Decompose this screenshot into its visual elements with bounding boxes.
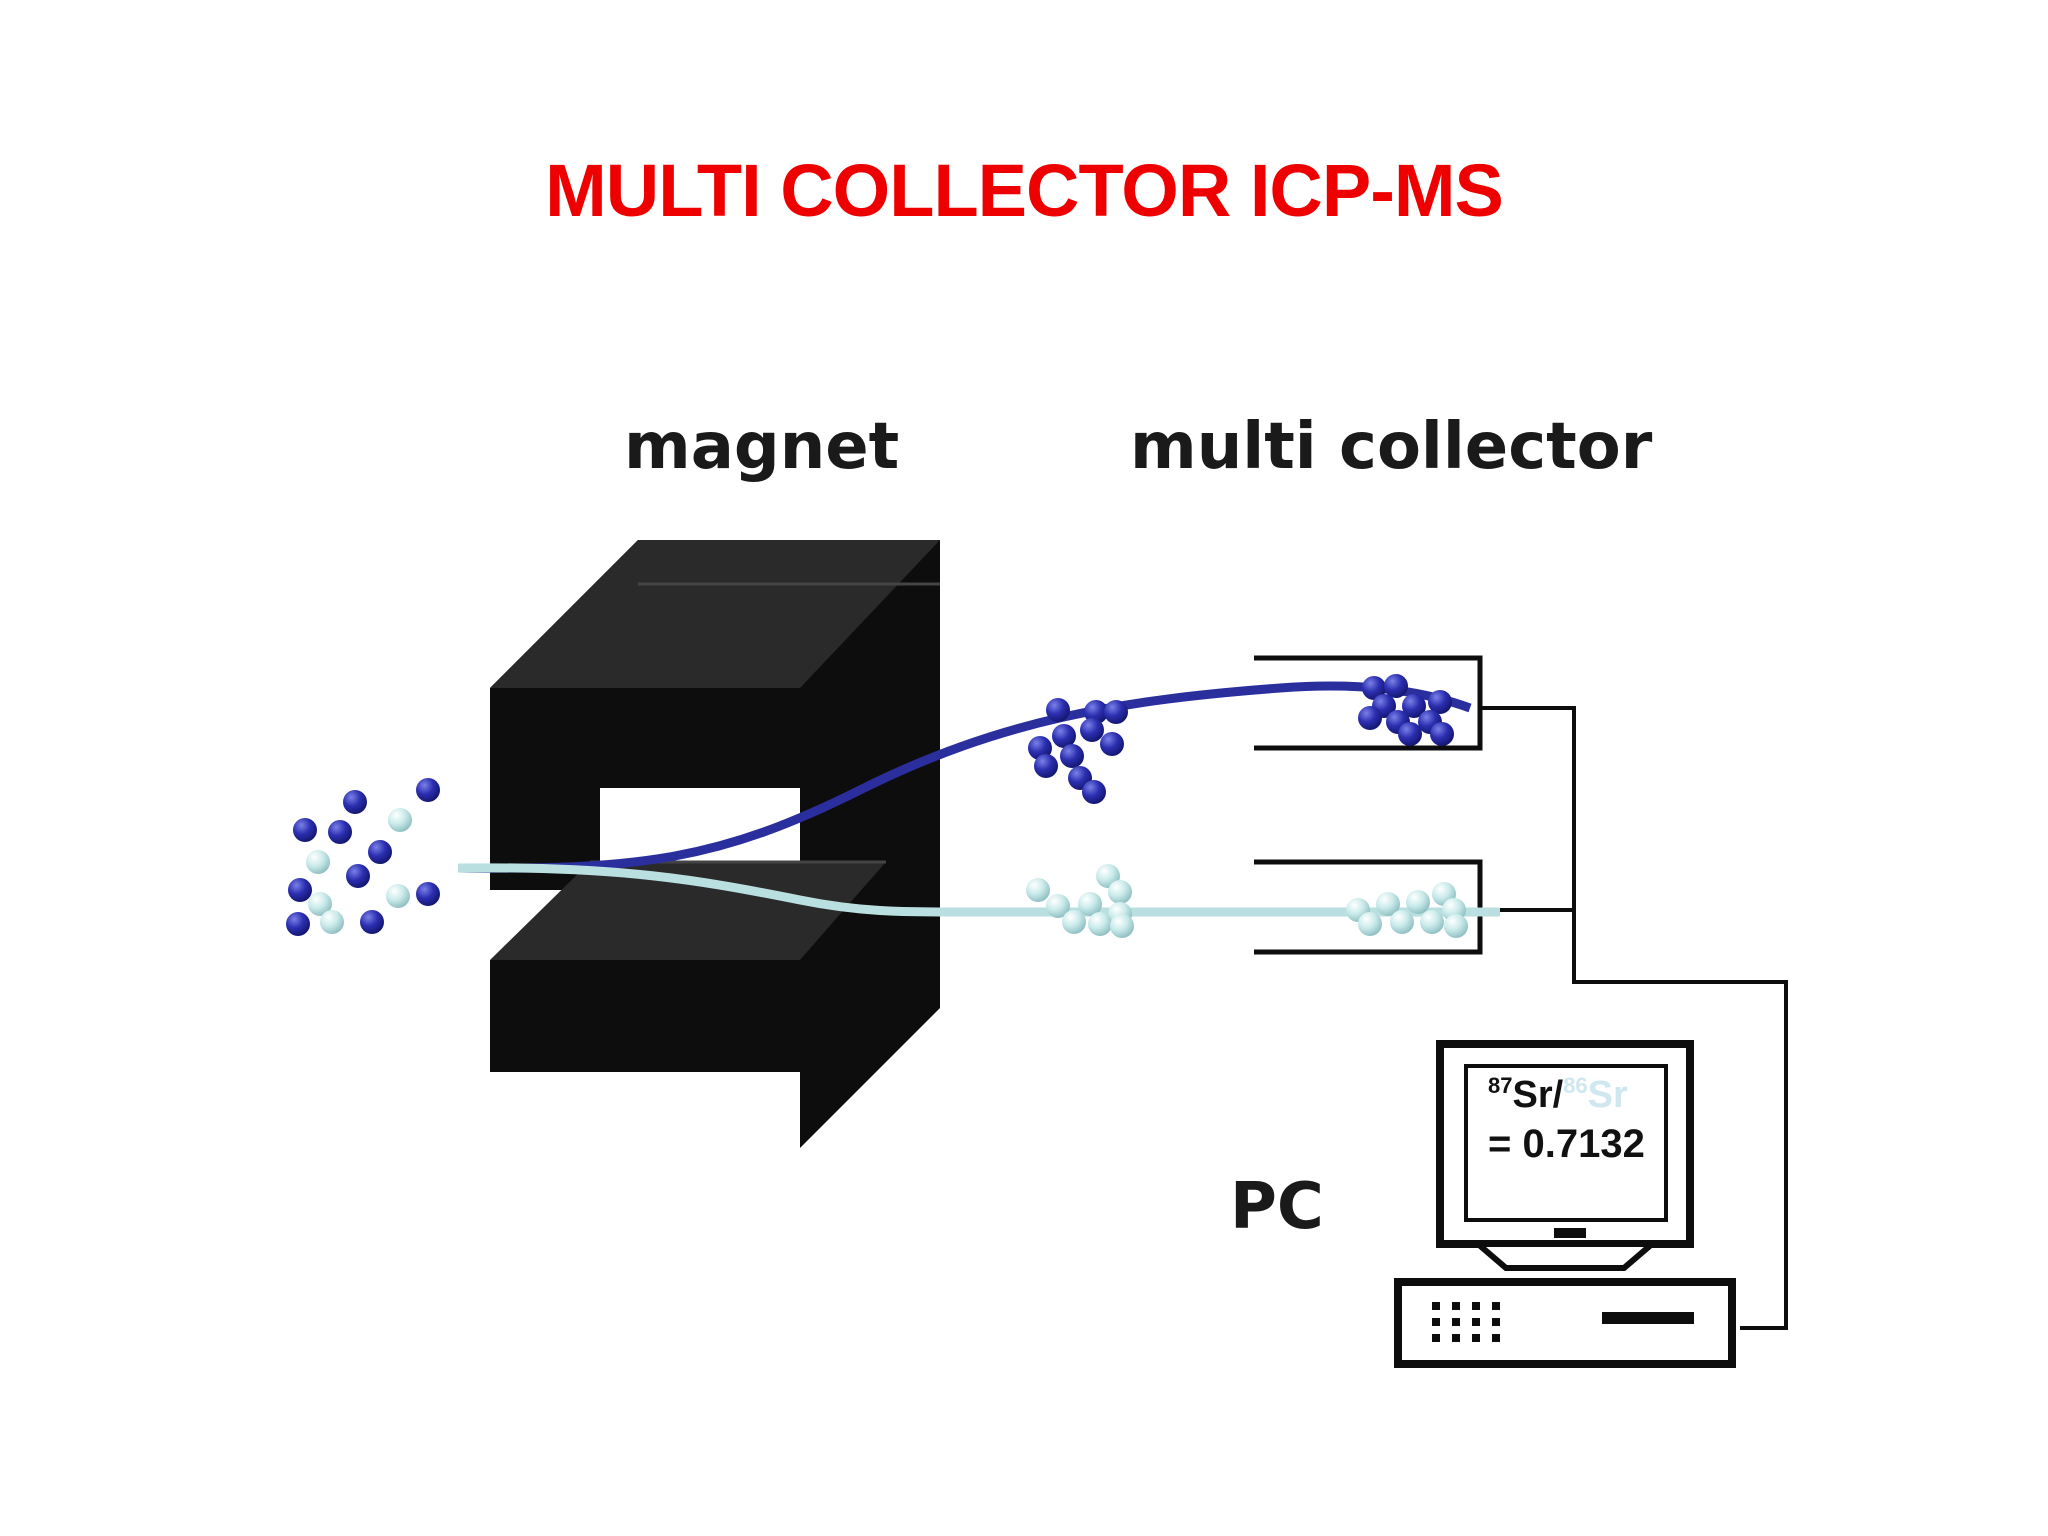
pc-monitor	[1436, 1040, 1694, 1271]
page-title: MULTI COLLECTOR ICP-MS	[545, 149, 1504, 232]
heavy-isotope-beam	[457, 681, 1472, 873]
collector-cup-upper	[1254, 655, 1483, 751]
light-ions-collected	[1346, 882, 1468, 938]
disk-drive-slot	[1602, 1312, 1694, 1324]
sr87-mass-number: 87	[1488, 1073, 1513, 1098]
magnet-block	[490, 540, 940, 1148]
pc-case	[1394, 1278, 1736, 1368]
isotope-ratio-value: = 0.7132	[1488, 1122, 1645, 1166]
sr86-symbol: Sr	[1587, 1074, 1628, 1116]
collector-cup-lower	[1254, 859, 1483, 955]
light-isotope-beam	[457, 863, 1500, 917]
pc-label: PC	[1230, 1170, 1324, 1244]
isotope-ratio-label: 87Sr/86Sr	[1488, 1073, 1628, 1117]
sr86-mass-number: 86	[1563, 1073, 1588, 1098]
light-ions-midflight	[1026, 864, 1134, 938]
heavy-ions-midflight	[1028, 698, 1128, 804]
heavy-ions-collected	[1358, 674, 1454, 746]
magnet-label: magnet	[624, 410, 900, 484]
ion-source-cloud	[286, 778, 440, 936]
multi-collector-label: multi collector	[1130, 410, 1653, 484]
sr87-symbol: Sr/	[1512, 1074, 1564, 1116]
